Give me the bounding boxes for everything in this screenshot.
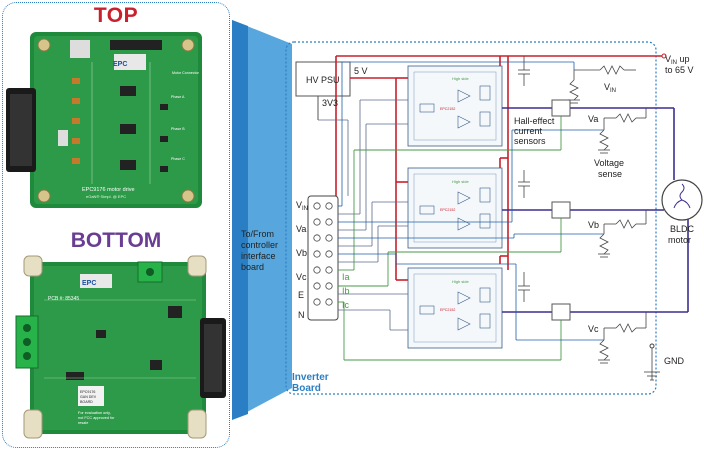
current-ia-label: Ia bbox=[342, 272, 350, 282]
voltage-dividers bbox=[568, 65, 647, 364]
controller-connector bbox=[307, 195, 339, 321]
inverter-board-label-1: Inverter bbox=[292, 372, 329, 383]
gnd-label: GND bbox=[664, 356, 685, 366]
motor-connector-label: Motor Connector bbox=[172, 71, 200, 75]
bottom-label: BOTTOM bbox=[70, 229, 162, 252]
phase-lines bbox=[502, 107, 689, 313]
ic-c-part: EPC2152 bbox=[440, 308, 455, 312]
inverter-board-label-2: Board bbox=[292, 383, 321, 394]
bus-capacitors bbox=[518, 56, 530, 302]
voltage-sense-traces bbox=[338, 61, 604, 341]
ic-a-high-side: High side bbox=[452, 76, 469, 81]
hall-effect-label-1: Hall-effect bbox=[514, 116, 555, 126]
five-volt-label: 5 V bbox=[354, 66, 368, 76]
ic-b-part: EPC2152 bbox=[440, 208, 455, 212]
bottom-sticker-2: GAN DEV bbox=[80, 395, 97, 399]
phase-b-label: Phase B bbox=[171, 127, 185, 131]
vb-sense-label: Vb bbox=[588, 220, 599, 230]
phase-c-label: Phase C bbox=[171, 157, 185, 161]
power-rails bbox=[335, 55, 664, 281]
hall-effect-label-3: sensors bbox=[514, 136, 546, 146]
va-sense-label: Va bbox=[588, 114, 598, 124]
top-board-title: EPC9176 motor drive bbox=[82, 187, 135, 193]
callout-wedge-edge bbox=[232, 20, 248, 420]
voltage-sense-label-1: Voltage bbox=[594, 158, 624, 168]
bottom-board-logo: EPC bbox=[82, 280, 96, 287]
controller-label-4: board bbox=[241, 262, 264, 272]
hall-effect-label-2: current bbox=[514, 126, 543, 136]
half-bridge-ic-a bbox=[407, 65, 503, 147]
vin-upto-label-2: to 65 V bbox=[665, 65, 694, 75]
inverter-board-border bbox=[285, 41, 657, 395]
half-bridge-ic-b bbox=[407, 167, 503, 249]
vc-sense-label: Vc bbox=[588, 324, 599, 334]
pin-vc-label: Vc bbox=[296, 272, 307, 282]
controller-label-2: controller bbox=[241, 240, 278, 250]
bottom-footer-3: resale bbox=[78, 421, 88, 425]
hv-psu-box bbox=[295, 61, 351, 97]
pin-vin-label: VIN bbox=[296, 200, 308, 212]
hv-psu-label: HV PSU bbox=[306, 75, 340, 85]
ic-c-high-side: High side bbox=[452, 279, 469, 284]
current-ic-label: Ic bbox=[342, 300, 350, 310]
hall-sensor-b bbox=[551, 201, 571, 219]
ic-a-part: EPC2152 bbox=[440, 107, 455, 111]
controller-label-1: To/From bbox=[241, 229, 274, 239]
top-board-photo bbox=[6, 32, 202, 208]
top-label: TOP bbox=[93, 4, 139, 27]
pin-e-label: E bbox=[298, 290, 304, 300]
vin-sense-label: VIN bbox=[604, 82, 616, 94]
vin-terminal bbox=[661, 53, 667, 59]
bldc-label-1: BLDC bbox=[670, 224, 695, 234]
pin-vb-label: Vb bbox=[296, 248, 307, 258]
motor-windings bbox=[673, 183, 691, 209]
bottom-pcb-number: PCB #: 85345 bbox=[48, 296, 79, 302]
bldc-label-2: motor bbox=[668, 235, 691, 245]
bottom-board-photo bbox=[15, 255, 226, 439]
controller-label-3: interface bbox=[241, 251, 276, 261]
pin-n-label: N bbox=[298, 310, 305, 320]
gnd-symbol bbox=[644, 346, 660, 381]
bottom-sticker-1: EPC9176 bbox=[80, 390, 95, 394]
top-board-subtitle: eGaN® Simpl. @ EPC bbox=[86, 194, 126, 199]
bottom-footer-2: not FCC approved for bbox=[78, 416, 115, 420]
pin-va-label: Va bbox=[296, 224, 306, 234]
control-signal-traces bbox=[318, 99, 408, 331]
bottom-footer-1: For evaluation only, bbox=[78, 411, 111, 415]
three-v-three-label: 3V3 bbox=[322, 98, 338, 108]
half-bridge-ic-c bbox=[407, 267, 503, 349]
hall-sensor-c bbox=[551, 303, 571, 321]
top-board-logo: EPC bbox=[113, 61, 127, 68]
vin-upto-label: VIN up bbox=[665, 54, 690, 66]
current-sense-traces bbox=[338, 116, 562, 361]
phase-a-label: Phase A bbox=[171, 95, 185, 99]
hall-sensor-a bbox=[551, 99, 571, 117]
connector-pins bbox=[313, 202, 333, 306]
gnd-terminal bbox=[649, 343, 655, 349]
voltage-sense-label-2: sense bbox=[598, 169, 622, 179]
current-ib-label: Ib bbox=[342, 286, 350, 296]
ic-b-high-side: High side bbox=[452, 179, 469, 184]
bottom-sticker-3: BOARD bbox=[80, 400, 93, 404]
